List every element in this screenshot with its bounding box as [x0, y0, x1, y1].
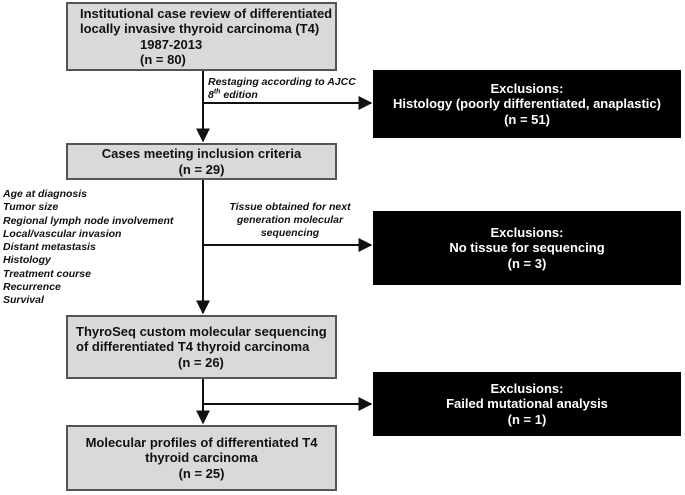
profiles-line-2: thyroid carcinoma — [145, 450, 258, 466]
exclusion-mutational-title: Exclusions: — [490, 380, 564, 396]
note-restaging-edition-number: 8 — [208, 89, 214, 102]
variable-item: Histology — [3, 254, 51, 267]
note-restaging-edition-suffix: th — [213, 88, 221, 96]
sequencing-count: (n = 26) — [178, 354, 224, 370]
note-restaging-line-2: 8th edition — [208, 89, 356, 102]
exclusion-mutational-count: (n = 1) — [507, 411, 547, 427]
box-cohort: Institutional case review of differentia… — [66, 2, 337, 71]
variable-item: Tumor size — [3, 201, 59, 214]
exclusion-histology-count: (n = 51) — [504, 111, 550, 127]
variable-item: Regional lymph node involvement — [3, 214, 174, 227]
profiles-count: (n = 25) — [178, 465, 225, 481]
cohort-line-3: 1987-2013 — [140, 36, 203, 52]
variable-item: Recurrence — [3, 281, 61, 294]
variable-item: Age at diagnosis — [3, 188, 88, 200]
variable-item: Distant metastasis — [3, 241, 96, 254]
note-tissue: Tissue obtained for next generation mole… — [208, 201, 372, 241]
cohort-line-2: locally invasive thyroid carcinoma (T4) — [80, 21, 320, 36]
exclusion-tissue-reason: No tissue for sequencing — [449, 240, 605, 256]
exclusion-histology: Exclusions: Histology (poorly differenti… — [373, 70, 681, 138]
box-sequencing: ThyroSeq custom molecular sequencing of … — [66, 315, 337, 379]
note-restaging: Restaging according to AJCC 8th edition — [208, 76, 356, 102]
exclusion-tissue: Exclusions: No tissue for sequencing (n … — [373, 211, 681, 285]
cohort-line-1: Institutional case review of differentia… — [80, 5, 333, 21]
cohort-line-4: (n = 80) — [140, 52, 186, 67]
variable-item: Local/vascular invasion — [3, 227, 122, 240]
note-restaging-line-1: Restaging according to AJCC — [208, 76, 356, 88]
exclusion-histology-title: Exclusions: — [490, 80, 564, 96]
exclusion-histology-reason: Histology (poorly differentiated, anapla… — [393, 96, 661, 112]
box-profiles: Molecular profiles of differentiated T4 … — [66, 425, 337, 491]
inclusion-count: (n = 29) — [178, 161, 225, 177]
box-inclusion: Cases meeting inclusion criteria (n = 29… — [66, 143, 337, 180]
inclusion-title: Cases meeting inclusion criteria — [101, 146, 302, 161]
exclusion-mutational: Exclusions: Failed mutational analysis (… — [373, 372, 681, 436]
variables-list: Age at diagnosis Tumor size Regional lym… — [3, 188, 173, 308]
note-restaging-edition-word: edition — [220, 89, 258, 102]
sequencing-line-1: ThyroSeq custom molecular sequencing — [76, 323, 327, 339]
variable-item: Treatment course — [3, 267, 91, 280]
variable-item: Survival — [3, 294, 44, 307]
note-tissue-line-3: sequencing — [260, 227, 320, 240]
exclusion-tissue-title: Exclusions: — [490, 224, 564, 240]
exclusion-tissue-count: (n = 3) — [507, 255, 547, 271]
note-tissue-line-1: Tissue obtained for next — [229, 201, 351, 213]
sequencing-line-2: of differentiated T4 thyroid carcinoma — [76, 339, 310, 355]
note-tissue-line-2: generation molecular — [236, 214, 344, 227]
exclusion-mutational-reason: Failed mutational analysis — [446, 396, 608, 412]
profiles-line-1: Molecular profiles of differentiated T4 — [85, 434, 318, 450]
